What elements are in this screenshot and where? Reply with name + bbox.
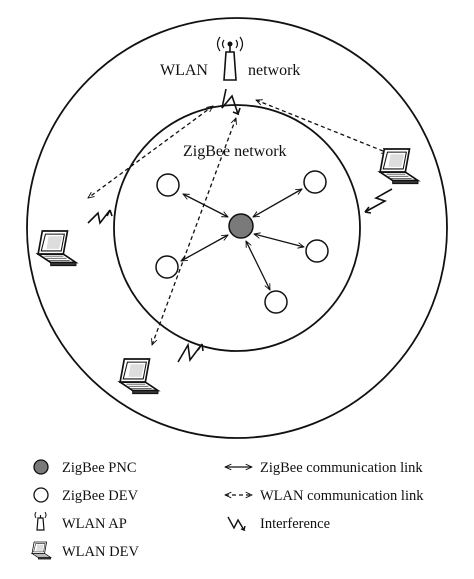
interference-icon-left: [87, 209, 113, 225]
zigbee-network-label: ZigBee network: [183, 143, 287, 160]
wlan-link-right: [256, 100, 388, 153]
wlan-link-left: [88, 106, 213, 198]
zigbee-dev-node: [303, 170, 327, 194]
legend-label-pnc: ZigBee PNC: [62, 460, 137, 476]
laptop-icon-bottom: [119, 358, 159, 395]
zigbee-dev-node: [305, 239, 329, 263]
interference-icon-ap: [221, 88, 241, 116]
zigbee-link-bottom: [245, 241, 271, 290]
zigbee-dev-node: [264, 290, 288, 314]
pnc-node-icon: [33, 459, 49, 475]
wlan-ap-icon: [216, 36, 244, 81]
legend-right: ZigBee communication link WLAN communica…: [225, 460, 424, 532]
laptop-icon: [31, 541, 52, 560]
wlan-label-right: network: [248, 62, 300, 79]
zigbee-dev-node: [156, 173, 180, 197]
interference-icon-right: [364, 188, 393, 214]
dev-node-icon: [33, 487, 49, 503]
legend-label-wlan-dev: WLAN DEV: [62, 544, 139, 560]
zigbee-network-boundary: [113, 104, 361, 352]
interference-icon-bottom: [177, 342, 204, 363]
legend-label-wlan-link: WLAN communication link: [260, 488, 424, 504]
legend-label-interference: Interference: [260, 516, 330, 532]
laptop-icon-left: [37, 230, 77, 267]
wlan-ap-icon: [34, 511, 47, 531]
lightning-icon: [227, 516, 246, 532]
wlan-label-left: WLAN: [160, 62, 208, 79]
zigbee-pnc-node: [228, 213, 254, 239]
legend-label-dev: ZigBee DEV: [62, 488, 139, 504]
zigbee-link-left: [181, 234, 228, 262]
legend-label-ap: WLAN AP: [62, 516, 127, 532]
laptop-icon-right: [379, 148, 419, 185]
wlan-link-bottom: [152, 118, 236, 345]
zigbee-link-top-right: [253, 188, 302, 218]
legend-left: ZigBee PNC ZigBee DEV WLAN AP WLAN DEV: [31, 459, 139, 560]
zigbee-link-right: [254, 234, 304, 247]
zigbee-dev-node: [155, 255, 179, 279]
legend-label-zigbee-link: ZigBee communication link: [260, 460, 423, 476]
wlan-network-boundary: [26, 17, 448, 439]
zigbee-link-top-left: [183, 193, 228, 218]
